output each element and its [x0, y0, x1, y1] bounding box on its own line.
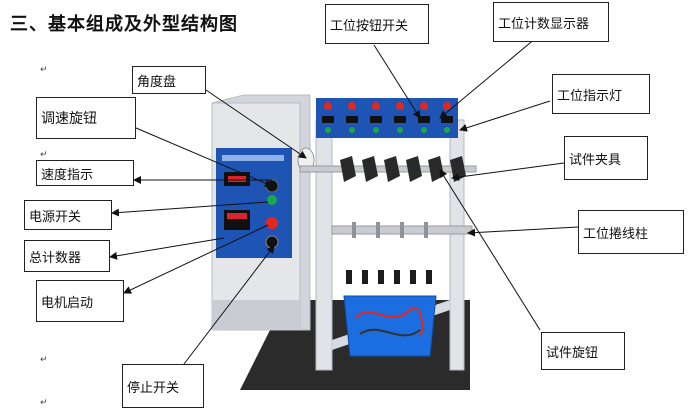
stop-knob-icon: [265, 235, 279, 249]
specimen-wires: [359, 328, 421, 337]
callout-speed-knob: 调速旋钮: [36, 97, 136, 139]
frame-left-upright: [315, 119, 333, 371]
total-counter-digits: [227, 213, 247, 219]
section-heading: 三、基本组成及外型结构图: [10, 14, 238, 35]
winding-post-rings: [352, 222, 428, 238]
specimen-wires: [355, 306, 424, 337]
callout-station-lamp: 工位指示灯: [552, 74, 650, 114]
callout-station-counter: 工位计数显示器: [493, 2, 609, 42]
start-button-icon: [266, 217, 278, 229]
power-switch-icon: [267, 195, 277, 205]
callout-fixture: 试件夹具: [564, 136, 648, 180]
paragraph-mark: ↵: [40, 150, 48, 160]
station-panel: [316, 98, 458, 138]
callout-station-switch: 工位按钮开关: [325, 4, 429, 44]
specimen-clips: [346, 270, 432, 284]
callout-winding-post: 工位捲线柱: [578, 210, 684, 254]
control-panel: [216, 148, 292, 258]
callout-speed-indicator: 速度指示: [36, 160, 134, 186]
speed-knob-icon: [265, 179, 279, 193]
station-lamps: [325, 127, 450, 133]
callout-specimen-knob: 试件旋钮: [541, 332, 625, 370]
callout-motor-start: 电机启动: [36, 280, 124, 322]
speed-display-digits: [228, 176, 246, 182]
paragraph-mark: ↵: [40, 355, 48, 365]
cabinet-plinth: [212, 300, 300, 330]
station-counters: [322, 116, 453, 123]
callout-angle-plate: 角度盘: [132, 66, 206, 94]
callout-total-counter: 总计数器: [24, 240, 110, 272]
callout-power-switch: 电源开关: [24, 200, 112, 230]
callout-stop-switch: 停止开关: [122, 364, 204, 408]
paragraph-mark: ↵: [40, 398, 48, 408]
panel-label-strip: [222, 155, 284, 161]
paragraph-mark: ↵: [40, 65, 48, 75]
